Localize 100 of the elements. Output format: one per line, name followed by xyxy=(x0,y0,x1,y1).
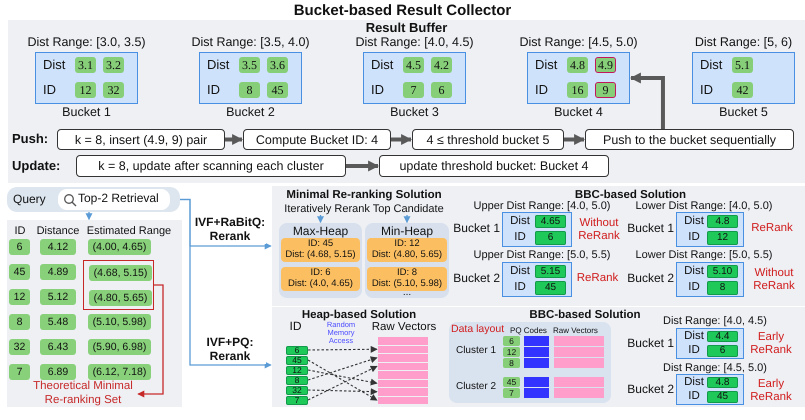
arrow xyxy=(630,72,665,129)
value-chip: 4.4 xyxy=(707,330,738,342)
value-chip: 12 xyxy=(75,82,96,98)
table-cell: 32 xyxy=(9,339,30,355)
step-box: 4 ≤ threshold bucket 5 xyxy=(412,129,564,150)
table-cell: 7 xyxy=(9,364,30,380)
row-label: ID xyxy=(371,83,385,97)
heap-title: Max-Heap xyxy=(292,225,350,238)
value-chip: 4.65 xyxy=(535,214,566,228)
id-chip: 7 xyxy=(503,388,520,398)
value-chip: 3.2 xyxy=(103,57,124,73)
row-label: ID xyxy=(687,344,701,357)
solution-panel xyxy=(446,307,805,407)
dashed-arrow xyxy=(308,360,378,401)
value-chip: 6 xyxy=(431,82,452,98)
row-label: Update: xyxy=(12,158,62,174)
value-chip: 4.8 xyxy=(707,214,738,228)
table-cell: (4.80, 5.65) xyxy=(89,290,152,306)
row-label: Dist xyxy=(683,376,705,390)
section-title: BBC-based Solution xyxy=(574,188,688,201)
value-chip: 4.8 xyxy=(567,57,588,73)
status-text: Early ReRank xyxy=(749,377,793,405)
row-label: Dist xyxy=(371,58,394,72)
status-text: Without ReRank xyxy=(577,216,621,244)
column-header: Estimated Range xyxy=(86,224,172,238)
row-label: Dist xyxy=(535,58,558,72)
value-chip: 16 xyxy=(567,82,588,98)
bucket-label: Bucket 2 xyxy=(225,106,276,120)
value-chip: 4.8 xyxy=(707,376,738,388)
solution-panel xyxy=(272,307,446,407)
arrow xyxy=(86,212,92,220)
vector-bar xyxy=(378,388,428,396)
value-chip: 3.6 xyxy=(267,57,288,73)
dashed-arrow xyxy=(308,366,378,400)
range-label: Upper Dist Range: [5.0, 5.5) xyxy=(472,248,612,262)
entry-text: Dist: (4.68, 5.15) xyxy=(284,250,357,261)
row-label: ID xyxy=(207,83,221,97)
row-label: ID xyxy=(687,280,701,295)
value-chip: 42 xyxy=(732,82,753,98)
status-text: Early ReRank xyxy=(749,330,793,358)
value-chip: 4.9 xyxy=(595,57,616,73)
arrow xyxy=(225,134,244,145)
column-header: Raw Vectors xyxy=(553,326,599,337)
vector-bar xyxy=(378,371,428,378)
entry-text: ID: 8 xyxy=(396,268,418,279)
bucket-label: Bucket 2 xyxy=(452,272,500,286)
annotation-text: Theoretical Minimal Re-ranking Set xyxy=(29,381,137,407)
bucket-label: Bucket 5 xyxy=(718,106,769,120)
id-chip: 6 xyxy=(286,346,308,354)
bucket-label: Bucket 3 xyxy=(389,106,440,120)
vector-bar xyxy=(378,396,428,404)
row-label: ID xyxy=(513,230,527,245)
row-label: Dist xyxy=(509,264,531,280)
id-chip: 8 xyxy=(503,358,520,368)
row-label: Cluster 1 xyxy=(454,344,497,357)
table-cell: 6.89 xyxy=(40,364,76,380)
value-chip: 3.1 xyxy=(75,57,96,73)
entry-text: ID: 6 xyxy=(309,268,332,279)
table-cell: (6.12, 7.18) xyxy=(88,364,151,380)
diagram-title: Bucket-based Result Collector xyxy=(292,2,512,20)
table-cell: 8 xyxy=(9,314,30,330)
arrow xyxy=(564,134,586,145)
table-cell: (4.68, 5.15) xyxy=(89,265,152,281)
bucket-label: Bucket 1 xyxy=(61,106,112,120)
query-bar xyxy=(7,187,180,212)
data-layout-panel xyxy=(449,322,611,403)
id-chip: 12 xyxy=(286,366,308,374)
row-label: Dist xyxy=(43,58,66,72)
id-chip: 6 xyxy=(503,336,520,346)
value-chip: 5.15 xyxy=(535,264,566,278)
table-cell: 12 xyxy=(9,289,30,305)
id-chip: 32 xyxy=(286,386,308,394)
section-title: Heap-based Solution xyxy=(300,308,418,322)
heap-title: Min-Heap xyxy=(380,225,434,238)
table-cell: (4.00, 4.65) xyxy=(88,239,151,255)
id-chip: 7 xyxy=(286,396,308,404)
panel-title: Data layout xyxy=(451,323,506,337)
column-header: Raw Vectors xyxy=(370,321,438,334)
column-header: Distance xyxy=(36,224,80,238)
table-cell: 6 xyxy=(9,239,30,255)
search-text: Top-2 Retrieval xyxy=(78,191,160,207)
value-chip: 45 xyxy=(707,391,738,402)
heap-panel xyxy=(279,223,362,298)
bucket-label: Bucket 4 xyxy=(553,106,604,120)
bucket-label: Bucket 1 xyxy=(452,222,500,236)
value-chip: 9 xyxy=(595,82,616,98)
value-chip: 12 xyxy=(707,231,738,244)
vector-bar xyxy=(378,337,428,344)
entry-text: ID: 12 xyxy=(393,239,421,250)
row-label: ID xyxy=(700,83,714,97)
value-chip: 6 xyxy=(707,345,738,356)
entry-text: Dist: (5.10, 5.98) xyxy=(370,279,444,290)
status-text: ReRank xyxy=(576,272,620,286)
dashed-arrow xyxy=(308,356,378,381)
arrow xyxy=(180,198,272,368)
step-box: Push to the bucket sequentially xyxy=(585,129,794,150)
row-label: ID xyxy=(687,230,701,245)
value-chip: 45 xyxy=(535,281,566,294)
entry-text: Dist: (4.0, 4.65) xyxy=(287,279,354,290)
row-label: Cluster 2 xyxy=(454,380,497,393)
